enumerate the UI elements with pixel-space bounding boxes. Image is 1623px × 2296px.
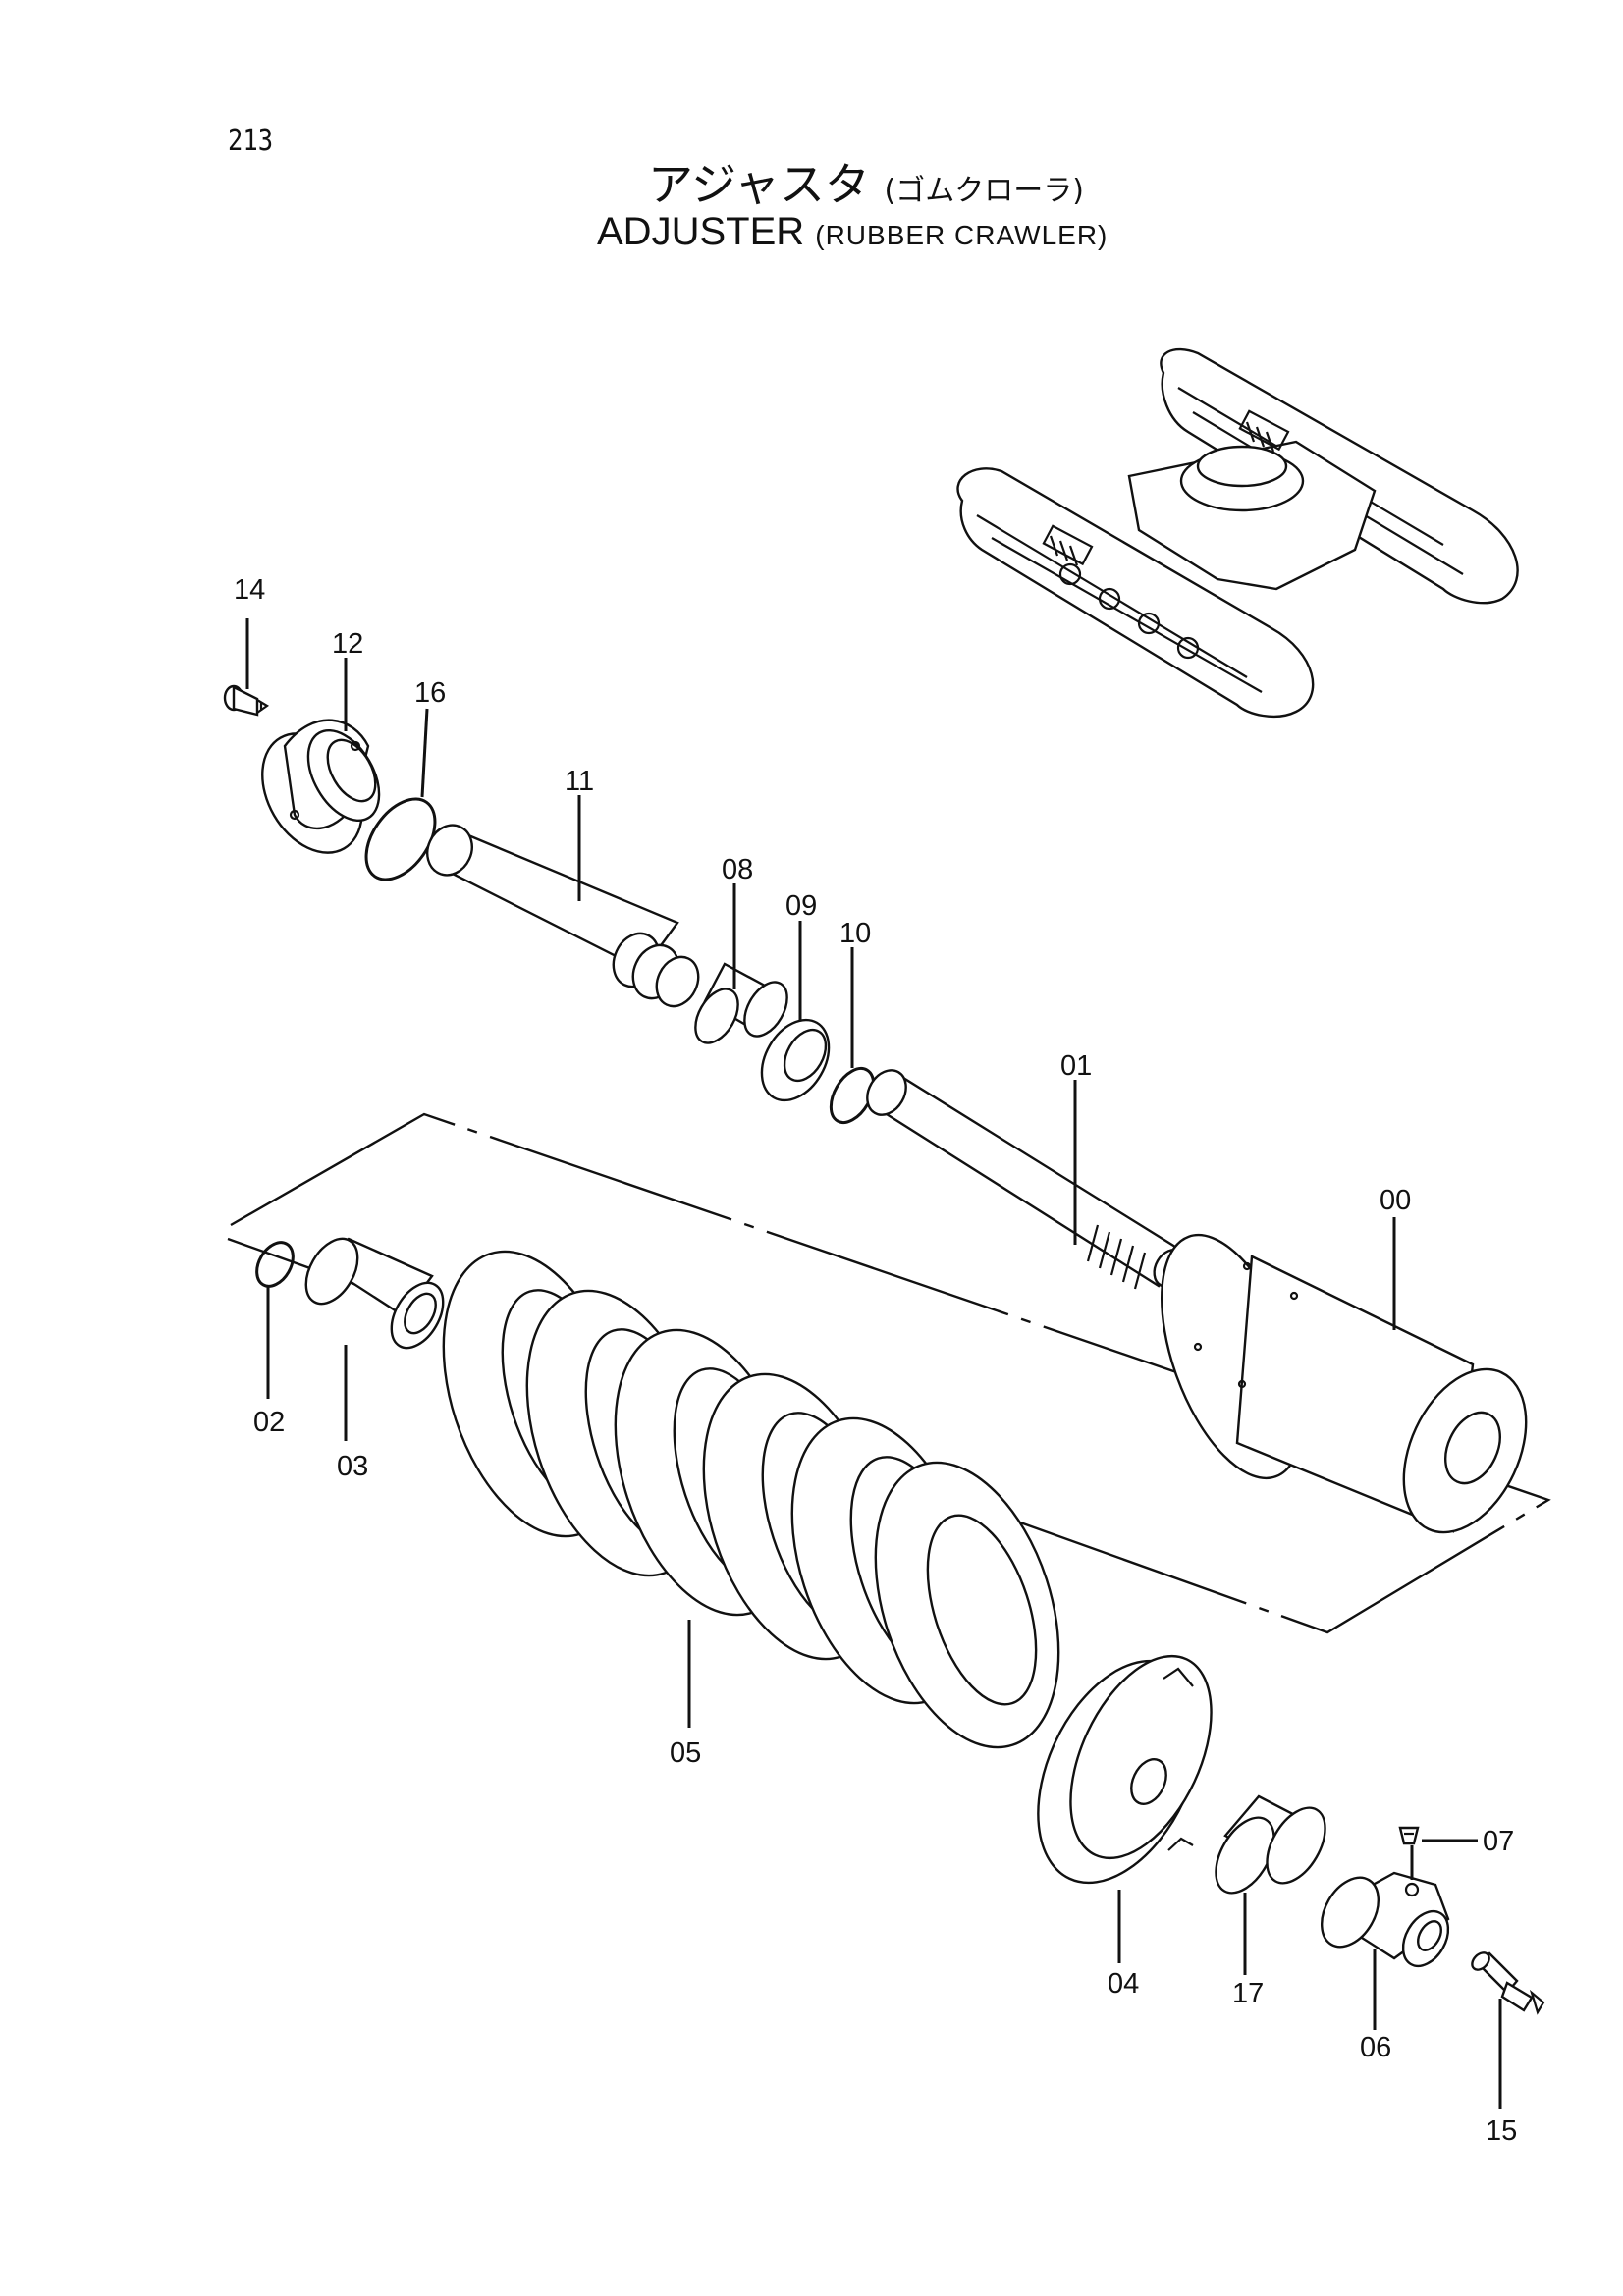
title-en-main: ADJUSTER (597, 210, 805, 253)
part-09-seal (760, 1018, 831, 1102)
callout-labels: 14 12 16 11 08 09 10 01 00 02 03 05 04 1… (234, 574, 1517, 2147)
callout-17: 17 (1232, 1978, 1264, 2009)
part-02-o-ring (255, 1241, 295, 1288)
part-15-grease-valve (1471, 1951, 1545, 2015)
callout-02: 02 (253, 1407, 285, 1438)
part-17-bush (1215, 1794, 1326, 1895)
callout-16: 16 (414, 677, 446, 709)
part-00-housing (1160, 1233, 1528, 1534)
callout-14: 14 (234, 574, 265, 606)
callout-03: 03 (337, 1451, 368, 1482)
leader-lines (245, 618, 1502, 2109)
title-english: ADJUSTER (RUBBER CRAWLER) (597, 210, 1186, 254)
part-14-bolt (223, 684, 270, 717)
part-12-bracket (261, 719, 381, 854)
part-05-spring (442, 1250, 1060, 1749)
part-04-spring-seat (1037, 1654, 1213, 1885)
title-japanese: アジャスタ (ゴムクローラ) (648, 149, 1139, 214)
callout-08: 08 (722, 854, 753, 885)
callout-09: 09 (785, 890, 817, 922)
part-06-nut (1320, 1871, 1450, 1968)
callout-06: 06 (1360, 2032, 1391, 2063)
callout-01: 01 (1060, 1050, 1092, 1082)
part-01-piston-rod (866, 1069, 1188, 1290)
callout-05: 05 (670, 1737, 701, 1769)
part-16-o-ring (364, 797, 437, 881)
title-en-sub: (RUBBER CRAWLER) (815, 220, 1109, 250)
callout-10: 10 (839, 918, 871, 949)
undercarriage-thumbnail (956, 347, 1519, 719)
callout-04: 04 (1108, 1968, 1139, 2000)
part-11-cylinder (426, 824, 700, 1008)
callout-11: 11 (565, 766, 594, 797)
part-08-sleeve (694, 962, 788, 1044)
title-jp-main: アジャスタ (648, 158, 870, 211)
page-number: 213 (228, 124, 274, 158)
part-03-spacer (304, 1237, 445, 1350)
callout-12: 12 (332, 628, 363, 660)
part-07-plug (1398, 1826, 1420, 1845)
title-jp-sub: (ゴムクローラ) (884, 174, 1084, 208)
callout-00: 00 (1380, 1185, 1411, 1216)
callout-15: 15 (1486, 2115, 1517, 2147)
callout-07: 07 (1483, 1826, 1514, 1857)
